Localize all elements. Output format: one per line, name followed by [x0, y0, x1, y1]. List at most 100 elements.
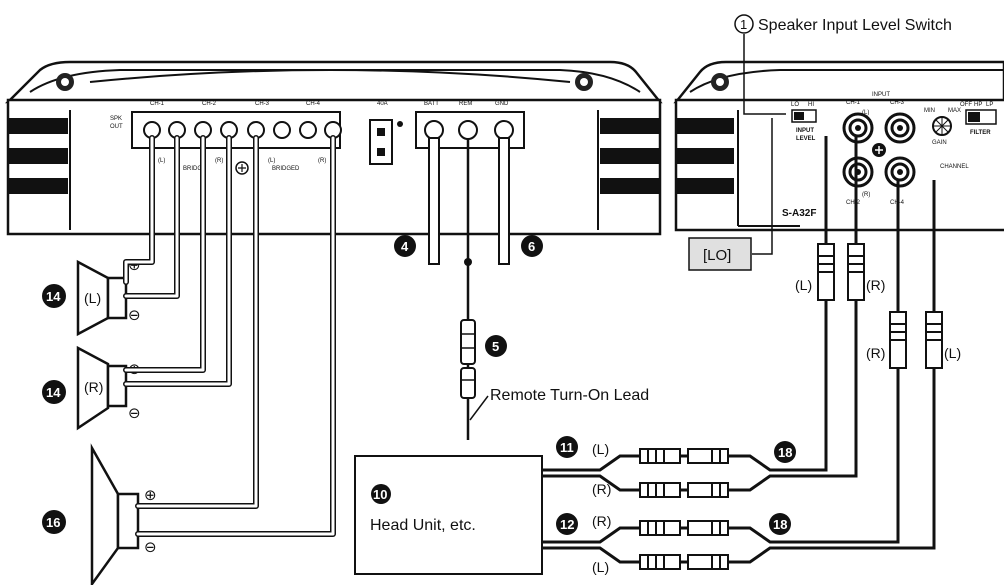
rca-jack-ch4: [884, 156, 916, 188]
sub-label-l2: (L): [268, 158, 275, 164]
subwoofer: ⊕ ⊖: [90, 443, 157, 585]
rca-plug-lower: [889, 180, 943, 369]
bridge-label-1: BRIDGE: [183, 166, 206, 172]
badge-14-front: 14: [42, 284, 66, 308]
model-label: S-A32F: [782, 208, 816, 219]
remote-lead-label: Remote Turn-On Lead: [490, 387, 649, 404]
rca-front-bottom-label: (R): [592, 481, 611, 497]
ground-screw-icon: [235, 161, 249, 175]
sub-label-l1: (L): [158, 158, 165, 164]
lo-label-box: [688, 237, 752, 271]
badge-11-text: 11: [560, 440, 574, 455]
badge-16: 16: [42, 510, 66, 534]
switch-callout: 1 Speaker Input Level Switch: [734, 14, 952, 115]
screw-icon: [56, 73, 74, 91]
lo-label: [LO]: [703, 247, 731, 264]
gain-label: GAIN: [932, 140, 947, 146]
switch-hi-label: HI: [808, 102, 814, 108]
rca-plug-upper: [817, 136, 865, 301]
speaker-rear-label: (R): [84, 379, 103, 395]
speaker-front-minus: ⊖: [128, 307, 141, 324]
badge-4-text: 4: [401, 239, 409, 254]
spk-out-label: SPK: [110, 116, 122, 122]
power-wires: [428, 137, 510, 440]
speaker-front-label: (L): [84, 290, 101, 306]
sub-label-r1: (R): [215, 158, 223, 164]
filter-lp: LP: [986, 102, 993, 108]
gain-knob-icon[interactable]: [932, 116, 952, 136]
badge-18-top-text: 18: [778, 445, 792, 460]
head-unit-box: [354, 455, 543, 575]
input-ch3: CH-3: [890, 100, 905, 106]
amplifier-right: LO HI INPUT LEVEL INPUT CH-1 CH-3 (L): [673, 60, 1004, 232]
screw-icon: [575, 73, 593, 91]
badge-11: 11: [556, 436, 578, 458]
input-title: INPUT: [872, 92, 890, 98]
badge-14-rear: 14: [42, 380, 66, 404]
plug-left2-label: (R): [866, 277, 885, 293]
speaker-rear-right: (R) ⊕ ⊖: [76, 345, 141, 431]
spk-out-label-2: OUT: [110, 124, 123, 130]
plug-left1-label: (L): [795, 277, 812, 293]
speaker-wires: [123, 135, 336, 537]
subwoofer-minus: ⊖: [144, 539, 157, 556]
badge-6: 6: [521, 235, 543, 257]
input-l: (L): [862, 110, 869, 116]
fuse-connector: [460, 319, 476, 365]
rca-jack-ch1: [842, 112, 874, 144]
badge-head-unit: 10: [371, 484, 391, 504]
screw-icon: [711, 73, 729, 91]
badge-6-text: 6: [528, 239, 535, 254]
badge-18-top: 18: [774, 441, 796, 463]
badge-14-rear-text: 14: [46, 385, 61, 400]
filter-label: FILTER: [970, 130, 991, 136]
switch-callout-text: Speaker Input Level Switch: [758, 17, 952, 34]
plug-right2-label: (L): [944, 345, 961, 361]
sub-label-r2: (R): [318, 158, 326, 164]
badge-5-text: 5: [492, 339, 499, 354]
badge-5: 5: [485, 335, 507, 357]
gnd-label: GND: [495, 101, 509, 107]
badge-4: 4: [394, 235, 416, 257]
input-r: (R): [862, 192, 870, 198]
badge-16-text: 16: [46, 515, 60, 530]
ch2-label: CH-2: [202, 101, 217, 107]
badge-18-bottom: 18: [769, 513, 791, 535]
subwoofer-plus: ⊕: [144, 487, 157, 504]
rca-rear-bottom-label: (L): [592, 559, 609, 575]
gain-max: MAX: [948, 108, 961, 114]
badge-head-unit-text: 10: [373, 487, 387, 502]
fuse-holder: [369, 119, 393, 165]
badge-12: 12: [556, 513, 578, 535]
input-level-label: INPUT: [796, 128, 814, 134]
rca-jack-ch2: [842, 156, 874, 188]
badge-12-text: 12: [560, 517, 574, 532]
switch-lo-label: LO: [791, 102, 799, 108]
ch1-label: CH-1: [150, 101, 165, 107]
ch4-label: CH-4: [306, 101, 321, 107]
speaker-terminals: [143, 121, 342, 139]
input-ch2: CH-2: [846, 200, 861, 206]
bridge-label-2: BRIDGED: [272, 166, 300, 172]
filter-hp: HP: [974, 102, 982, 108]
speaker-rear-minus: ⊖: [128, 405, 141, 422]
rca-cables: [542, 136, 943, 570]
badge-18-bottom-text: 18: [773, 517, 787, 532]
channel-label: CHANNEL: [940, 164, 969, 170]
head-unit-label: Head Unit, etc.: [370, 517, 476, 534]
rem-label: REM: [459, 101, 472, 107]
rca-rear-top-label: (R): [592, 513, 611, 529]
input-level-label-2: LEVEL: [796, 136, 816, 142]
plug-right1-label: (R): [866, 345, 885, 361]
ch3-label: CH-3: [255, 101, 270, 107]
filter-off: OFF: [960, 102, 972, 108]
batt-label: BATT: [424, 101, 439, 107]
switch-callout-number: 1: [740, 17, 747, 32]
rca-jack-ch3: [884, 112, 916, 144]
center-plus-icon: [872, 143, 886, 157]
rca-front-top-label: (L): [592, 441, 609, 457]
fuse-label: 40A: [377, 101, 388, 107]
gain-min: MIN: [924, 108, 935, 114]
input-ch1: CH-1: [846, 100, 861, 106]
